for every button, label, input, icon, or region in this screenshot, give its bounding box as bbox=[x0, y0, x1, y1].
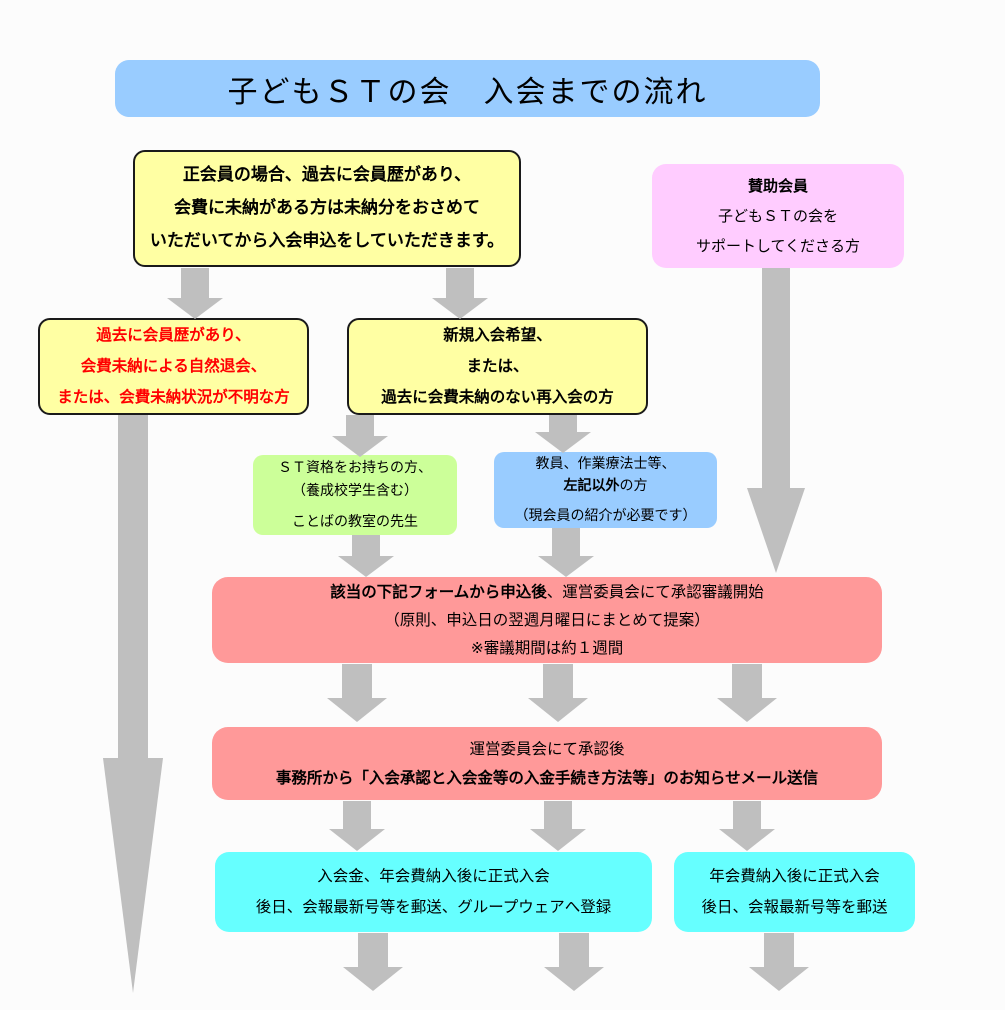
flow-arrow bbox=[332, 415, 388, 457]
box-text-line: 会費未納による自然退会、 bbox=[80, 357, 267, 375]
box-full-member-join: 入会金、年会費納入後に正式入会 後日、会報最新号等を郵送、グループウェアへ登録 bbox=[215, 852, 652, 932]
flow-arrow bbox=[749, 933, 809, 991]
flow-arrow bbox=[327, 664, 387, 722]
box-text-line: 後日、会報最新号等を郵送 bbox=[701, 898, 888, 916]
flow-arrow bbox=[717, 664, 777, 722]
box-text-line: 年会費納入後に正式入会 bbox=[709, 867, 880, 885]
box-heading: 賛助会員 bbox=[747, 177, 808, 195]
box-text-bold-segment: 左記以外 bbox=[563, 478, 620, 494]
box-text-line: いただいてから入会申込をしていただきます。 bbox=[149, 231, 505, 251]
box-unpaid-notice: 正会員の場合、過去に会員歴があり、 会費に未納がある方は未納分をおさめて いただ… bbox=[133, 150, 521, 267]
box-text-line: 正会員の場合、過去に会員歴があり、 bbox=[182, 165, 472, 185]
box-text-line: または、 bbox=[466, 357, 529, 375]
flow-arrow bbox=[167, 268, 223, 319]
box-non-st: 教員、作業療法士等、 左記以外の方 （現会員の紹介が必要です） bbox=[494, 452, 717, 528]
box-text-line: 教員、作業療法士等、 bbox=[535, 456, 676, 472]
box-text-line: ※審議期間は約１週間 bbox=[470, 639, 624, 657]
page-title: 子どもＳＴの会 入会までの流れ bbox=[227, 74, 708, 110]
box-st-qualified: ＳＴ資格をお持ちの方、 （養成校学生含む） ことばの教室の先生 bbox=[253, 455, 457, 535]
flow-arrow bbox=[544, 933, 604, 991]
box-text-line: 事務所から「入会承認と入会金等の入金手続き方法等」のお知らせメール送信 bbox=[275, 768, 819, 787]
box-text-line: ことばの教室の先生 bbox=[292, 513, 418, 530]
flow-arrow bbox=[719, 801, 775, 851]
box-text-line: 入会金、年会費納入後に正式入会 bbox=[317, 867, 550, 885]
box-supporting-member: 賛助会員 子どもＳＴの会を サポートしてくださる方 bbox=[652, 164, 904, 268]
box-text-line: 新規入会希望、 bbox=[443, 326, 552, 344]
box-text-line: （現会員の紹介が必要です） bbox=[514, 508, 697, 524]
flow-arrow bbox=[535, 415, 591, 453]
box-text-line: 後日、会報最新号等を郵送、グループウェアへ登録 bbox=[255, 898, 612, 916]
box-text-line: 会費に未納がある方は未納分をおさめて bbox=[174, 198, 480, 218]
box-text-line: （養成校学生含む） bbox=[292, 482, 418, 499]
box-text-segment: 、運営委員会にて承認審議開始 bbox=[546, 583, 764, 601]
flow-arrow bbox=[528, 664, 588, 722]
box-text-line: （原則、申込日の翌週月曜日にまとめて提案） bbox=[384, 611, 710, 629]
box-text-line: 運営委員会にて承認後 bbox=[469, 739, 625, 758]
box-text-line: 過去に会費未納のない再入会の方 bbox=[381, 388, 614, 406]
flow-arrow-long bbox=[747, 268, 805, 573]
box-text-line: 該当の下記フォームから申込後、運営委員会にて承認審議開始 bbox=[330, 578, 764, 606]
box-text-line: 子どもＳＴの会を bbox=[717, 207, 838, 225]
box-text-segment: の方 bbox=[619, 478, 648, 494]
box-lapsed-member: 過去に会員歴があり、 会費未納による自然退会、 または、会費未納状況が不明な方 bbox=[38, 318, 309, 415]
title-banner: 子どもＳＴの会 入会までの流れ bbox=[115, 60, 820, 117]
flow-arrow bbox=[338, 535, 394, 577]
box-text-bold-segment: 該当の下記フォームから申込後 bbox=[330, 583, 547, 601]
flow-arrow bbox=[329, 801, 385, 851]
box-review-start: 該当の下記フォームから申込後、運営委員会にて承認審議開始 （原則、申込日の翌週月… bbox=[212, 577, 882, 663]
box-text-line: または、会費未納状況が不明な方 bbox=[57, 388, 290, 406]
flow-arrow bbox=[530, 801, 586, 851]
box-text-line: 左記以外の方 bbox=[564, 475, 648, 497]
flow-arrow bbox=[432, 268, 488, 319]
flow-arrow bbox=[343, 933, 403, 991]
box-new-applicant: 新規入会希望、 または、 過去に会費未納のない再入会の方 bbox=[347, 318, 648, 415]
box-text-line: サポートしてくださる方 bbox=[695, 237, 861, 255]
box-text-line: ＳＴ資格をお持ちの方、 bbox=[278, 459, 432, 476]
box-text-line: 過去に会員歴があり、 bbox=[96, 326, 251, 344]
flow-arrow-long bbox=[103, 415, 163, 993]
flow-arrow bbox=[538, 528, 594, 577]
box-supporter-join: 年会費納入後に正式入会 後日、会報最新号等を郵送 bbox=[674, 852, 915, 932]
box-approval-notice: 運営委員会にて承認後 事務所から「入会承認と入会金等の入金手続き方法等」のお知ら… bbox=[212, 727, 882, 800]
